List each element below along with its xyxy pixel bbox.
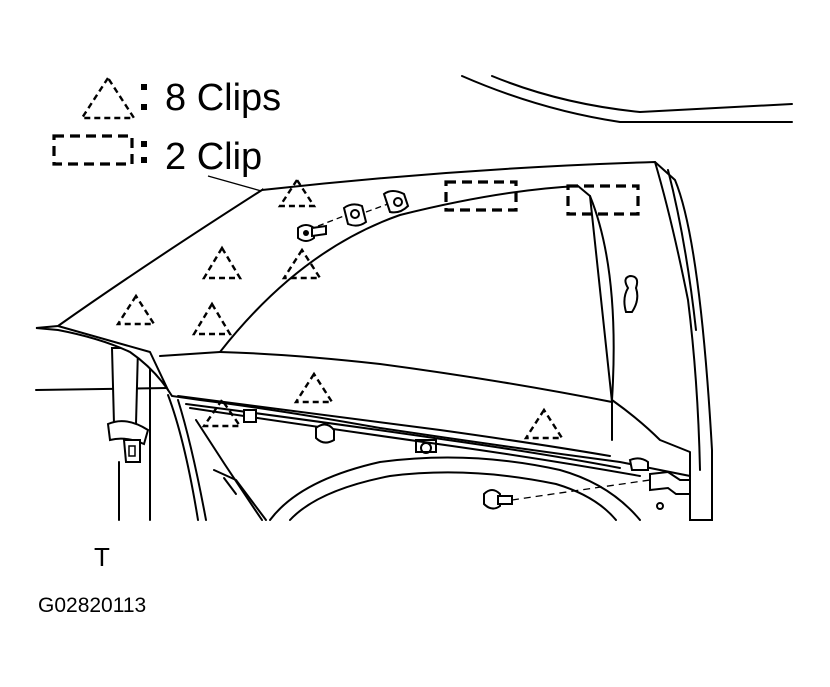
legend-rect-label: 2 Clip — [165, 136, 262, 178]
legend-colon-dot — [141, 84, 147, 90]
door-frame — [35, 349, 641, 521]
view-marker-label: T — [94, 542, 110, 572]
rectangle-clip-icon — [444, 180, 518, 212]
legend-rectangle-clip-icon — [52, 134, 134, 166]
panel-bosses — [243, 409, 649, 471]
seat-belt — [106, 347, 150, 521]
legend-triangle-clip-icon — [79, 75, 137, 120]
legend-triangle-label: 8 Clips — [165, 77, 281, 119]
legend-colon-dot — [141, 104, 147, 110]
rectangle-clip-icon — [566, 184, 640, 216]
lower-bolt — [483, 470, 691, 510]
quarter-trim-panel — [35, 160, 713, 521]
upper-fasteners — [297, 190, 410, 242]
triangle-clip-icon — [191, 301, 233, 336]
legend-colon-dot — [141, 141, 147, 147]
rectangle-clips — [444, 180, 640, 216]
roof-lines — [461, 75, 793, 123]
triangle-clip-icon — [277, 177, 317, 208]
triangle-clip-icon — [281, 247, 323, 280]
triangle-clip-icon — [201, 397, 243, 428]
triangle-clip-icon — [523, 407, 565, 440]
triangle-clip-icon — [115, 293, 157, 326]
triangle-clip-icon — [293, 371, 335, 404]
legend: 8 Clips 2 Clip — [52, 75, 281, 178]
triangle-clips — [115, 177, 565, 440]
figure-code-label: G02820113 — [38, 594, 146, 617]
triangle-clip-icon — [201, 245, 243, 280]
legend-colon-dot — [141, 157, 147, 163]
